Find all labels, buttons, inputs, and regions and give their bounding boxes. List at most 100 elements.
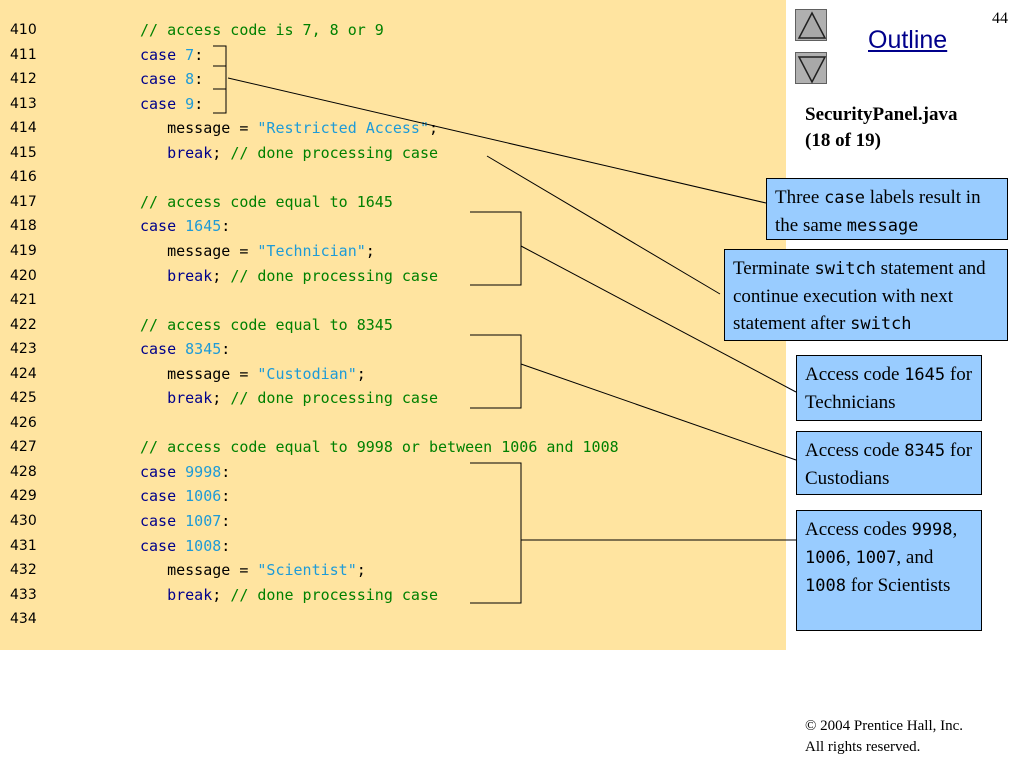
callout-scientists: Access codes 9998, 1006, 1007, and 1008 … [796,510,982,631]
line-number: 432 [10,562,37,579]
page-number: 44 [992,10,1008,27]
line-number: 414 [10,120,37,137]
callout-text: for Technicians [805,364,973,413]
code-line: 431 case 1008: [0,534,786,558]
code-token: ; [212,143,231,162]
line-number: 420 [10,267,37,284]
previous-slide-button[interactable] [795,9,827,41]
line-number: 429 [10,488,37,505]
code-text: // access code is 7, 8 or 9 [140,18,384,42]
line-number: 411 [10,46,37,63]
code-text: break; // done processing case [140,141,438,165]
callout-code: switch [814,259,876,279]
code-line: 430 case 1007: [0,509,786,533]
code-token: ; [356,364,366,383]
code-token: 7 [185,45,195,64]
callout-text: for Scientists [845,575,951,596]
code-text: // access code equal to 8345 [140,313,393,337]
callout-text: Access codes [805,519,912,540]
code-line: 425 break; // done processing case [0,386,786,410]
code-text: break; // done processing case [140,264,438,288]
code-token: // done processing case [230,389,439,408]
line-number: 421 [10,292,37,309]
code-token: // access code equal to 1645 [140,192,393,211]
outline-link[interactable]: Outline [868,26,948,54]
line-number: 425 [10,390,37,407]
code-text: case 1007: [140,509,230,533]
code-line: 414 message = "Restricted Access"; [0,116,786,140]
callout-technicians: Access code 1645 for Technicians [796,355,982,421]
line-number: 426 [10,414,37,431]
triangle-down-icon [797,56,827,84]
line-number: 427 [10,439,37,456]
callout-three-case-labels: Three case labels result in the same mes… [766,178,1008,240]
callout-text: Access code [805,364,905,385]
code-line: 420 break; // done processing case [0,264,786,288]
copyright-notice: © 2004 Prentice Hall, Inc. All rights re… [805,716,963,758]
code-token: ; [212,266,231,285]
code-token: : [221,512,231,530]
line-number: 424 [10,365,37,382]
code-token: : [194,70,204,89]
callout-code: case [824,188,866,208]
code-token: "Custodian" [257,364,357,383]
code-token: ; [429,119,439,138]
code-token: 8345 [185,340,222,359]
code-token: ; [365,241,375,260]
code-token: 9998 [185,462,222,481]
callout-code: 1007 [855,548,897,568]
code-token: 8 [185,70,195,89]
code-text: message = "Restricted Access"; [140,116,438,140]
code-text: // access code equal to 1645 [140,190,393,214]
code-token: case [140,45,186,64]
code-token: : [221,340,231,359]
code-token: message = [140,364,258,383]
code-token: 9 [185,94,195,113]
line-number: 413 [10,95,37,112]
code-text: case 8345: [140,337,230,361]
callout-custodians: Access code 8345 for Custodians [796,431,982,495]
code-line: 415 break; // done processing case [0,141,786,165]
code-token: message = [140,241,258,260]
code-token: ; [212,585,231,604]
code-token: "Technician" [257,241,366,260]
code-token: : [194,45,204,64]
code-line: 434 [0,607,786,631]
code-line: 424 message = "Custodian"; [0,362,786,386]
line-number: 415 [10,144,37,161]
code-line: 432 message = "Scientist"; [0,558,786,582]
code-line: 433 break; // done processing case [0,583,786,607]
code-token: : [221,536,231,555]
rights-line: All rights reserved. [805,739,921,755]
code-text: message = "Scientist"; [140,558,366,582]
code-token: case [140,217,186,236]
line-number: 416 [10,169,37,186]
callout-code: 9998 [911,520,953,540]
line-number: 430 [10,513,37,529]
code-token: case [140,462,186,481]
code-token: message = [140,119,258,138]
callout-code: message [846,216,919,236]
line-number: 410 [10,22,37,38]
code-text: case 1008: [140,534,230,558]
line-number: 431 [10,537,37,554]
line-number: 423 [10,341,37,358]
code-line: 416 [0,165,786,189]
code-text: case 9998: [140,460,230,484]
line-number: 433 [10,586,37,603]
code-text: message = "Technician"; [140,239,375,263]
code-token: case [140,487,186,506]
line-number: 434 [10,611,37,628]
code-token: ; [212,389,231,408]
callout-code: 1645 [904,365,946,385]
code-token: case [140,536,186,555]
code-token: case [140,94,186,113]
code-line: 422// access code equal to 8345 [0,313,786,337]
line-number: 418 [10,218,37,235]
code-line: 417// access code equal to 1645 [0,190,786,214]
code-token: case [140,340,186,359]
code-token: // access code is 7, 8 or 9 [140,21,384,39]
code-token: break [140,143,213,162]
next-slide-button[interactable] [795,52,827,84]
